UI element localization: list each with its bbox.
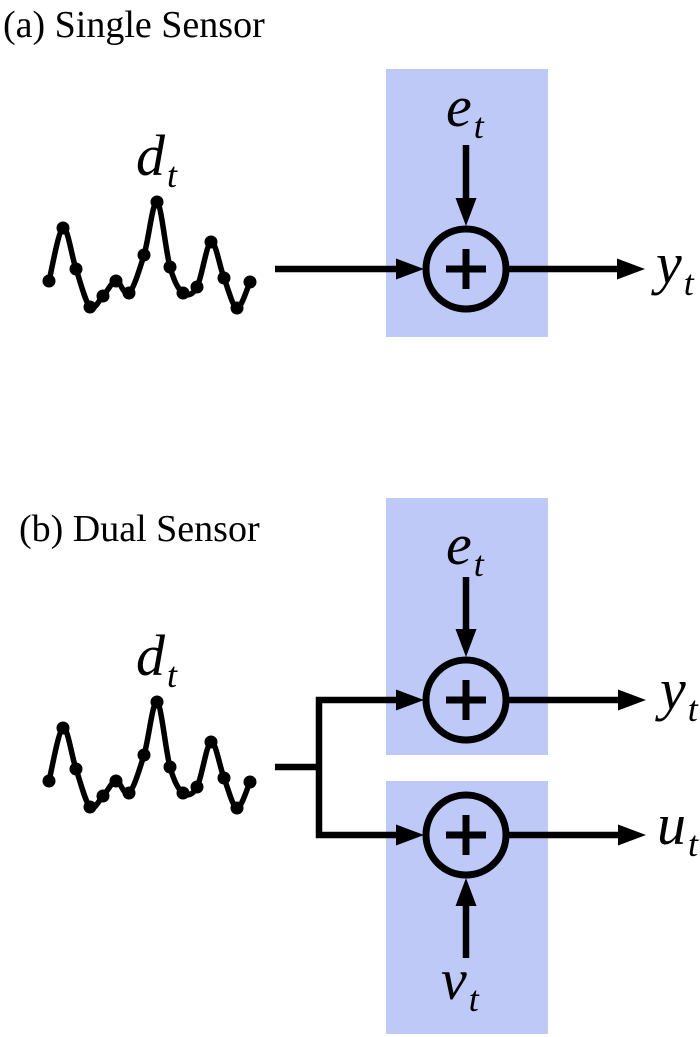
arrow-output-b-bottom [509, 824, 646, 846]
label-output-b-top-sub: t [687, 689, 698, 729]
waveform-sample-dot [217, 271, 231, 285]
label-input-b-sub: t [167, 655, 178, 695]
waveform-dots-a [42, 195, 257, 315]
label-output-b-bottom: ut [657, 796, 699, 864]
arrowhead-icon [396, 824, 424, 846]
label-input-a-sub: t [167, 155, 178, 195]
panel-a-title: (a) Single Sensor [3, 4, 265, 46]
waveform-sample-dot [163, 260, 177, 274]
waveform-sample-dot [230, 801, 244, 815]
adder-a [422, 225, 510, 313]
arrowhead-icon [455, 629, 477, 657]
label-input-b-base: d [136, 623, 165, 688]
waveform-sample-dot [137, 248, 151, 262]
label-output-a-base: y [656, 231, 682, 296]
label-noise-a: et [446, 78, 484, 146]
plus-icon [446, 680, 486, 720]
arrowhead-icon [618, 689, 646, 711]
waveform-sample-dot [56, 221, 70, 235]
label-output-b-top: yt [660, 661, 698, 729]
arrowhead-icon [396, 689, 424, 711]
waveform-sample-dot [69, 762, 83, 776]
branch-split-b [275, 689, 424, 846]
waveform-sample-dot [96, 789, 110, 803]
waveform-sample-dot [190, 280, 204, 294]
waveform-sample-dot [122, 786, 136, 800]
label-output-b-top-base: y [660, 657, 686, 722]
waveform-sample-dot [109, 774, 123, 788]
label-input-a-base: d [136, 123, 165, 188]
plus-icon [446, 249, 486, 289]
waveform-sample-dot [176, 786, 190, 800]
waveform-sample-dot [243, 775, 257, 789]
waveform-dots-b [42, 695, 257, 815]
waveform-sample-dot [243, 275, 257, 289]
arrowhead-icon [617, 258, 645, 280]
label-output-b-bottom-sub: t [688, 824, 699, 864]
arrow-output-b-top [509, 689, 646, 711]
label-noise-b-top-base: e [446, 512, 472, 577]
label-noise-a-sub: t [473, 106, 484, 146]
arrowhead-icon [455, 198, 477, 226]
waveform-curve-b [46, 699, 253, 811]
waveform-a [42, 195, 257, 315]
waveform-sample-dot [42, 274, 56, 288]
arrow-output-a [509, 258, 645, 280]
waveform-sample-dot [83, 300, 97, 314]
plus-icon [446, 815, 486, 855]
waveform-sample-dot [150, 695, 164, 709]
label-noise-b-top: et [446, 516, 484, 584]
waveform-sample-dot [42, 774, 56, 788]
arrow-noise-a [455, 145, 477, 226]
waveform-b [42, 695, 257, 815]
waveform-sample-dot [83, 800, 97, 814]
waveform-sample-dot [150, 195, 164, 209]
waveform-sample-dot [204, 735, 218, 749]
waveform-curve-a [46, 199, 253, 311]
waveform-sample-dot [137, 748, 151, 762]
waveform-sample-dot [204, 235, 218, 249]
adder-b-bottom [422, 791, 510, 879]
label-output-b-bottom-base: u [657, 792, 686, 857]
waveform-sample-dot [56, 721, 70, 735]
label-output-a-sub: t [683, 263, 694, 303]
arrowhead-icon [455, 878, 477, 906]
panel-b-title: (b) Dual Sensor [19, 508, 260, 550]
label-output-a: yt [656, 235, 694, 303]
arrowhead-icon [618, 824, 646, 846]
waveform-sample-dot [109, 274, 123, 288]
label-noise-b-bottom-base: v [441, 947, 467, 1012]
arrowhead-icon [396, 258, 424, 280]
arrow-noise-b-top [455, 577, 477, 657]
label-noise-b-bottom-sub: t [468, 979, 479, 1019]
waveform-sample-dot [69, 262, 83, 276]
label-input-a: dt [136, 127, 178, 195]
waveform-sample-dot [176, 286, 190, 300]
label-input-b: dt [136, 627, 178, 695]
waveform-sample-dot [96, 289, 110, 303]
arrow-noise-b-bottom [455, 878, 477, 958]
label-noise-b-top-sub: t [473, 544, 484, 584]
arrow-input-a [275, 258, 424, 280]
waveform-sample-dot [230, 301, 244, 315]
waveform-sample-dot [122, 286, 136, 300]
adder-b-top [422, 656, 510, 744]
waveform-sample-dot [217, 771, 231, 785]
waveform-sample-dot [163, 760, 177, 774]
label-noise-b-bottom: vt [441, 951, 479, 1019]
waveform-sample-dot [190, 780, 204, 794]
label-noise-a-base: e [446, 74, 472, 139]
